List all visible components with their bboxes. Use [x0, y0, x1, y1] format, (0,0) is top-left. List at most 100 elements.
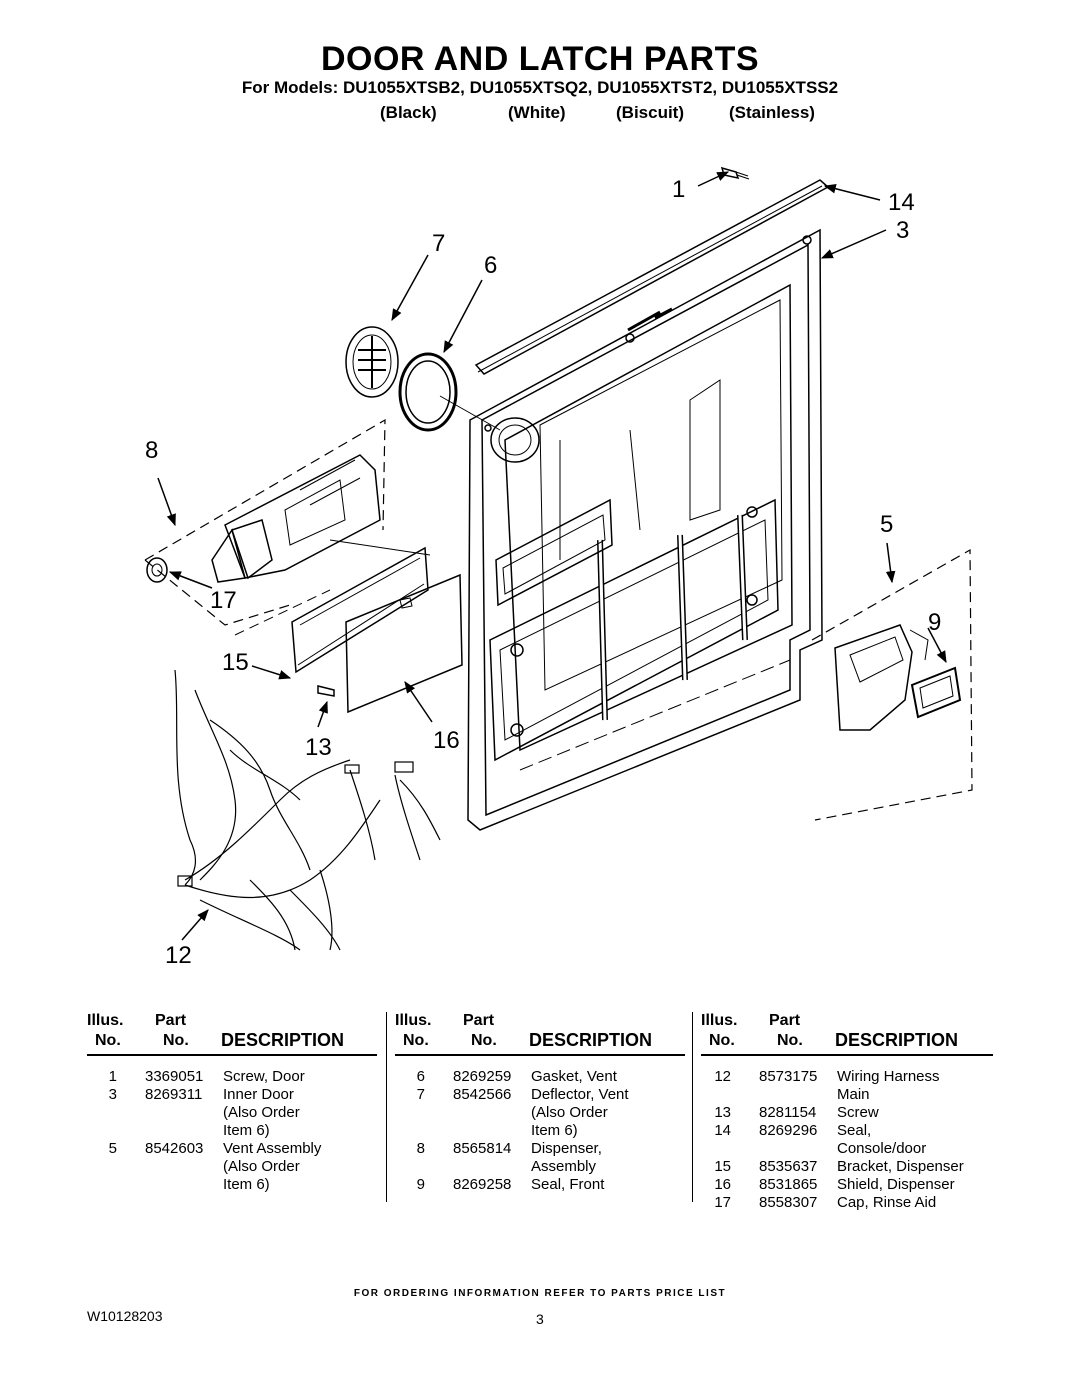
part-description: (Also Order: [223, 1158, 300, 1175]
page-title: DOOR AND LATCH PARTS: [320, 40, 760, 78]
table-row: Item 6): [395, 1122, 685, 1140]
part-description: Inner Door: [223, 1086, 294, 1103]
callout-5: 5: [880, 511, 893, 538]
part-description: Console/door: [837, 1140, 927, 1157]
callout-6: 6: [484, 252, 497, 279]
callout-13: 13: [305, 734, 332, 761]
part-description: Deflector, Vent: [531, 1086, 629, 1103]
table-header: Illus. Part No. No. DESCRIPTION: [395, 1010, 685, 1056]
part-description: (Also Order: [531, 1104, 608, 1121]
document-number: W10128203: [87, 1308, 163, 1324]
inner-door: [467, 228, 823, 831]
part-number: 8542566: [453, 1086, 512, 1103]
part-number: 8558307: [759, 1194, 818, 1211]
illus-number: 14: [714, 1122, 731, 1139]
table-row: (Also Order: [87, 1104, 377, 1122]
illus-number: 6: [416, 1068, 425, 1085]
table-row: Main: [701, 1086, 993, 1104]
illus-number: 12: [714, 1068, 731, 1085]
callout-16: 16: [433, 727, 460, 754]
part-description: Item 6): [223, 1176, 270, 1193]
front-seal: [910, 666, 962, 719]
part-number: 8535637: [759, 1158, 818, 1175]
callout-3: 3: [896, 217, 909, 244]
part-description: Cap, Rinse Aid: [837, 1194, 937, 1211]
part-description: Bracket, Dispenser: [837, 1158, 964, 1175]
dispenser-assembly: [144, 418, 431, 626]
part-number: 8269296: [759, 1122, 818, 1139]
table-row: (Also Order: [87, 1158, 377, 1176]
vent-gasket: [398, 352, 501, 432]
color-white: (White): [508, 103, 566, 122]
dispenser-shield: [345, 573, 463, 714]
part-description: (Also Order: [223, 1104, 300, 1121]
vent-deflector: [345, 326, 399, 398]
callout-12: 12: [165, 942, 192, 969]
part-description: Screw, Door: [223, 1068, 305, 1085]
part-description: Gasket, Vent: [531, 1068, 617, 1085]
illus-number: 13: [714, 1104, 731, 1121]
color-biscuit: (Biscuit): [616, 103, 684, 122]
bracket-screw: [317, 685, 335, 697]
part-number: 8573175: [759, 1068, 818, 1085]
illus-number: 1: [108, 1068, 117, 1085]
part-description: Seal,: [837, 1122, 872, 1139]
illus-number: 8: [416, 1140, 425, 1157]
part-description: Item 6): [531, 1122, 578, 1139]
table-row: 13 8281154 Screw: [701, 1104, 993, 1122]
part-description: Vent Assembly: [223, 1140, 322, 1157]
table-row: 8 8565814 Dispenser,: [395, 1140, 685, 1158]
exploded-parts-diagram: 1 14 3 7 6 8 5 9 17 15 13 16 12: [144, 166, 973, 969]
table-row: Item 6): [87, 1122, 377, 1140]
illus-number: 5: [108, 1140, 117, 1157]
part-number: 8269311: [145, 1086, 203, 1103]
part-number: 8269259: [453, 1068, 512, 1085]
table-row: 7 8542566 Deflector, Vent: [395, 1086, 685, 1104]
part-number: 8281154: [759, 1104, 817, 1121]
part-description: Assembly: [531, 1158, 597, 1175]
part-number: 8531865: [759, 1176, 818, 1193]
table-header: Illus. Part No. No. DESCRIPTION: [701, 1010, 993, 1056]
table-row: 6 8269259 Gasket, Vent: [395, 1068, 685, 1086]
callout-17: 17: [210, 587, 237, 614]
illus-number: 9: [416, 1176, 425, 1193]
page-number: 3: [536, 1311, 544, 1327]
table-row: 3 8269311 Inner Door: [87, 1086, 377, 1104]
table-row: Console/door: [701, 1140, 993, 1158]
callout-8: 8: [145, 437, 158, 464]
callout-9: 9: [928, 609, 941, 636]
part-description: Seal, Front: [531, 1176, 605, 1193]
color-black: (Black): [380, 103, 437, 122]
illus-number: 16: [714, 1176, 731, 1193]
table-divider: [386, 1012, 387, 1202]
callout-7: 7: [432, 230, 445, 257]
table-row: Item 6): [87, 1176, 377, 1194]
part-number: 8565814: [453, 1140, 512, 1157]
parts-table-2: Illus. Part No. No. DESCRIPTION 6 8269259…: [395, 1010, 685, 1194]
table-row: Assembly: [395, 1158, 685, 1176]
table-row: 17 8558307 Cap, Rinse Aid: [701, 1194, 993, 1212]
illus-number: 17: [714, 1194, 731, 1211]
part-description: Main: [837, 1086, 870, 1103]
illus-number: 7: [416, 1086, 425, 1103]
illus-number: 3: [108, 1086, 117, 1103]
parts-table-3: Illus. Part No. No. DESCRIPTION 12 857317…: [701, 1010, 993, 1212]
seal-console-door: [474, 179, 830, 375]
callout-1: 1: [672, 176, 685, 203]
ordering-note: FOR ORDERING INFORMATION REFER TO PARTS …: [353, 1288, 727, 1299]
table-divider: [692, 1012, 693, 1202]
vent-assembly: [811, 548, 973, 821]
rinse-aid-cap: [146, 557, 168, 583]
table-row: 14 8269296 Seal,: [701, 1122, 993, 1140]
part-description: Item 6): [223, 1122, 270, 1139]
part-description: Dispenser,: [531, 1140, 602, 1157]
part-description: Screw: [837, 1104, 879, 1121]
table-row: (Also Order: [395, 1104, 685, 1122]
